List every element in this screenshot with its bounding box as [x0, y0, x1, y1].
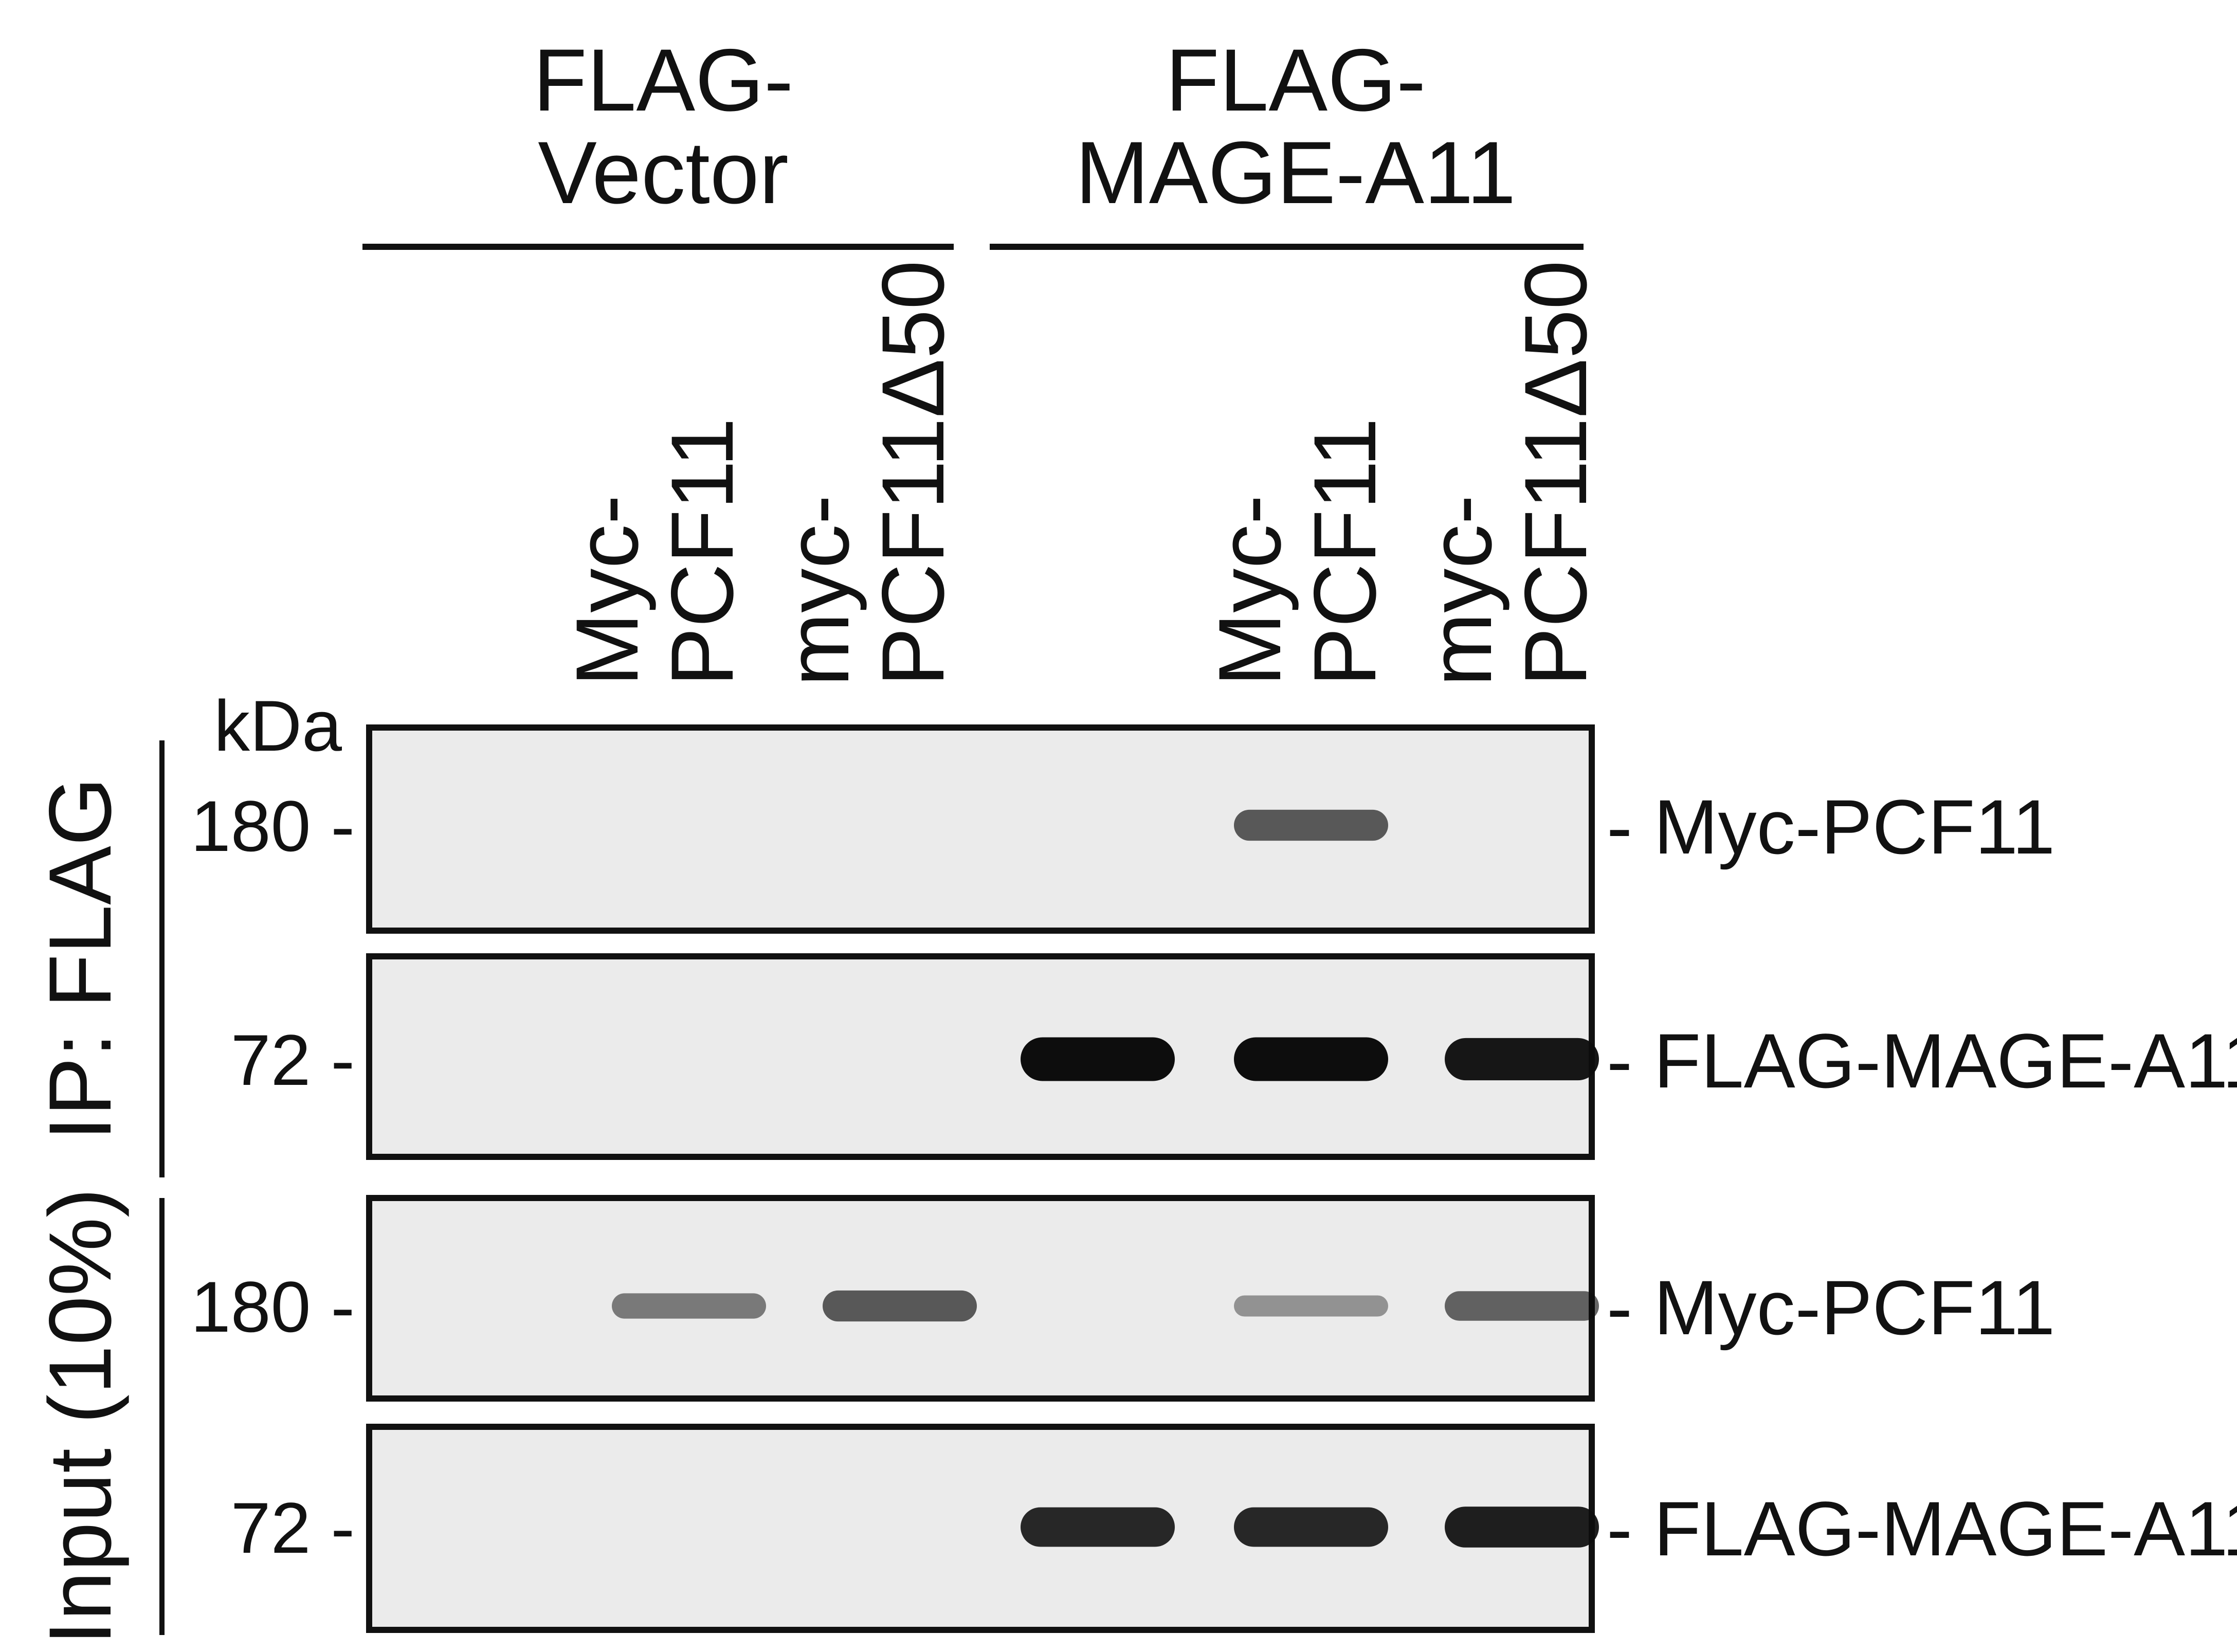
lane-6-line1: myc-: [1411, 495, 1510, 686]
band-label-3: - Myc-PCF11: [1607, 1264, 2055, 1351]
section-input-label: Input (10%): [31, 1188, 130, 1645]
group-vector-line2: Vector: [538, 123, 789, 222]
section-ip-text: IP: FLAG: [31, 777, 130, 1140]
band-panel4-lane5: [1234, 1507, 1388, 1547]
lane-3-line2: PCF11Δ50: [864, 260, 962, 686]
lane-5-line2: PCF11: [1296, 417, 1394, 686]
lane-label-6: myc- PCF11Δ50: [1411, 260, 1605, 686]
band-panel3-lane5: [1234, 1295, 1388, 1317]
lane-label-2: Myc- PCF11: [558, 417, 752, 686]
band-panel1-lane5: [1234, 809, 1388, 841]
band-panel3-lane6: [1445, 1291, 1599, 1321]
band-panel4-lane6: [1445, 1506, 1599, 1548]
band-panel3-lane2: [612, 1293, 766, 1319]
band-panel4-lane4: [1021, 1507, 1175, 1547]
lane-label-5: Myc- PCF11: [1201, 417, 1394, 686]
lane-label-3: myc- PCF11Δ50: [769, 260, 962, 686]
band-label-4: - FLAG-MAGE-A11: [1607, 1485, 2237, 1572]
band-panel3-lane3: [823, 1290, 977, 1322]
blot-panels: 180 - - Myc-PCF11 72 - - FLAG-MAGE-A11 180 -…: [191, 724, 2237, 1633]
band-label-1: - Myc-PCF11: [1607, 784, 2055, 870]
blot-panel-1: [366, 724, 1595, 934]
blot-panel-3: [366, 1195, 1595, 1402]
band-panel2-lane4: [1021, 1037, 1175, 1081]
kda-label: kDa: [214, 685, 342, 766]
section-ip-label: IP: FLAG: [31, 777, 130, 1140]
marker-label-2: 72 -: [231, 1020, 355, 1100]
group-vector-line1: FLAG-: [533, 31, 794, 130]
marker-label-4: 72 -: [231, 1487, 355, 1568]
group-mage-line1: FLAG-: [1166, 31, 1426, 130]
lane-6-line2: PCF11Δ50: [1506, 260, 1605, 686]
lane-2-line2: PCF11: [653, 417, 752, 686]
group-mage-line2: MAGE-A11: [1075, 123, 1516, 222]
blot-panel-4: [366, 1424, 1595, 1633]
marker-label-3: 180 -: [191, 1266, 355, 1347]
lane-5-line1: Myc-: [1201, 495, 1299, 686]
band-label-2: - FLAG-MAGE-A11: [1607, 1018, 2237, 1104]
band-panel2-lane6: [1445, 1038, 1599, 1081]
blot-panel-2: [366, 953, 1595, 1160]
section-input-text: Input (10%): [31, 1188, 130, 1645]
lane-2-line1: Myc-: [558, 495, 657, 686]
lane-3-line1: myc-: [769, 495, 867, 686]
marker-label-1: 180 -: [191, 786, 355, 866]
band-panel2-lane5: [1234, 1037, 1388, 1081]
